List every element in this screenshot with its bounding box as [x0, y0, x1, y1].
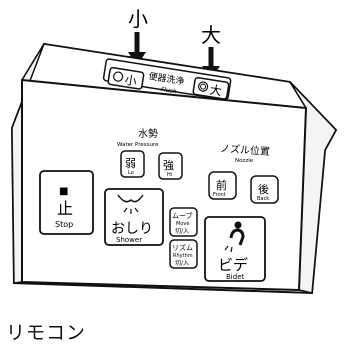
flush-large-label: 大: [209, 83, 223, 99]
rhythm-jp: リズム: [172, 243, 193, 252]
shower-jp: おしり: [111, 221, 153, 237]
shower-en: Shower: [116, 236, 142, 244]
pressure-lo-jp: 弱: [125, 157, 136, 170]
stop-symbol: ■: [59, 186, 68, 197]
nozzle-en-label: Nozzle: [235, 158, 254, 164]
bidet-en: Bidet: [226, 273, 244, 281]
bidet-button[interactable]: ビデ Bidet: [204, 216, 266, 282]
nozzle-front-button[interactable]: 前 Front: [208, 171, 237, 200]
flush-small-button[interactable]: 小: [107, 66, 145, 90]
flush-icon: [198, 81, 209, 92]
move-jp: ムーブ: [172, 211, 193, 220]
move-button[interactable]: ムーブ Move 切/入: [169, 207, 198, 237]
move-en: Move: [176, 221, 189, 227]
move-sub: 切/入: [175, 228, 189, 235]
callout-small-label: 小: [128, 7, 148, 31]
flush-large-button[interactable]: 大: [192, 76, 230, 100]
rhythm-en: Rhythm: [173, 253, 193, 259]
stop-en: Stop: [55, 220, 73, 229]
rhythm-sub: 切/入: [175, 260, 189, 267]
bidet-icon: [224, 221, 245, 253]
caption: リモコン: [6, 322, 87, 344]
nozzle-front-en: Front: [213, 192, 226, 198]
stop-jp: 止: [57, 199, 73, 218]
nozzle-front-jp: 前: [216, 178, 227, 192]
pressure-hi-en: Hi: [167, 172, 172, 178]
nozzle-back-button[interactable]: 後 Back: [250, 175, 279, 204]
callout-large-label: 大: [201, 23, 221, 47]
pressure-hi-jp: 強: [163, 159, 174, 172]
nozzle-back-jp: 後: [258, 182, 269, 196]
pressure-hi-button[interactable]: 強 Hi: [158, 152, 183, 180]
flush-en-label: Flush: [160, 86, 177, 95]
flush-small-label: 小: [124, 73, 138, 89]
stop-button[interactable]: ■ 止 Stop: [39, 170, 94, 235]
flush-icon: [113, 71, 124, 82]
nozzle-back-en: Back: [257, 196, 269, 202]
shower-button[interactable]: おしり Shower: [104, 188, 164, 246]
bidet-jp: ビデ: [218, 256, 248, 274]
water-pressure-jp-label: 水勢: [138, 127, 158, 140]
pressure-lo-button[interactable]: 弱 Lo: [120, 150, 145, 178]
pressure-lo-en: Lo: [128, 170, 134, 176]
shower-icon: [117, 194, 144, 214]
water-pressure-en-label: Water Pressure: [117, 142, 159, 148]
nozzle-jp-label: ノズル位置: [220, 142, 271, 158]
rhythm-button[interactable]: リズム Rhythm 切/入: [169, 239, 198, 269]
